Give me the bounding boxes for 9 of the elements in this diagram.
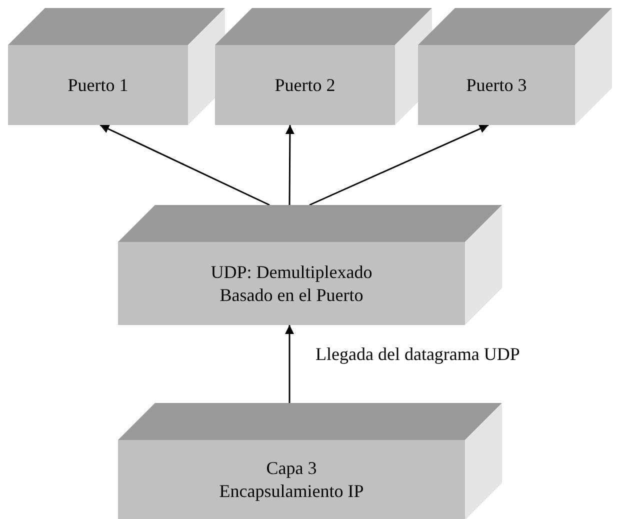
block-label: Puerto 2 bbox=[274, 74, 336, 96]
arrow bbox=[100, 124, 270, 206]
arrow bbox=[285, 325, 294, 403]
block-label: Puerto 1 bbox=[68, 74, 128, 96]
block-label: Puerto 3 bbox=[466, 74, 527, 96]
block-label: Capa 3 Encapsulamiento IP bbox=[218, 457, 365, 503]
arrow bbox=[285, 125, 294, 205]
arrow bbox=[309, 124, 489, 206]
block-label: UDP: Demultiplexado Basado en el Puerto bbox=[210, 260, 374, 306]
